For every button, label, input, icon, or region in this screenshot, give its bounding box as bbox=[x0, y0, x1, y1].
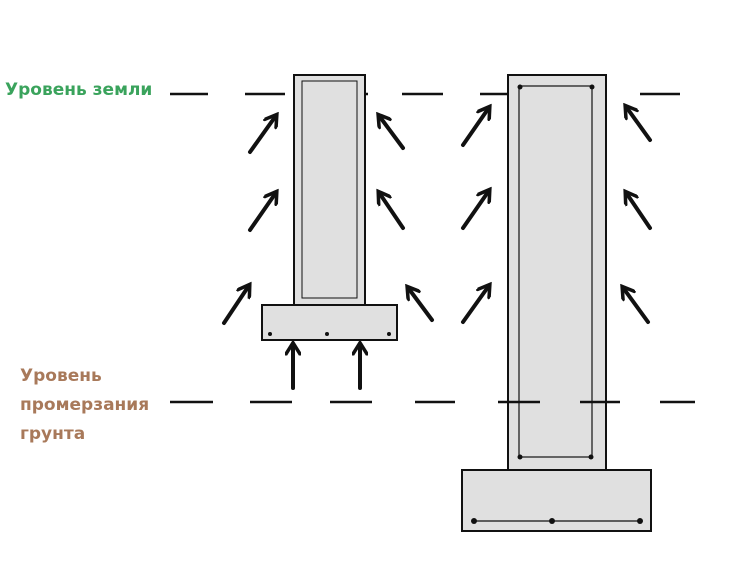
frost-heave-arrows bbox=[222, 108, 652, 390]
frost-label-line: грунта bbox=[20, 424, 86, 444]
frost-label-line: Уровень bbox=[20, 366, 102, 386]
frost-level-label: Уровень промерзания грунта bbox=[20, 362, 149, 449]
frost-label-line: промерзания bbox=[20, 395, 150, 415]
deep-foundation bbox=[461, 74, 652, 532]
shallow-foundation bbox=[261, 74, 398, 341]
ground-level-label: Уровень земли bbox=[5, 80, 153, 100]
